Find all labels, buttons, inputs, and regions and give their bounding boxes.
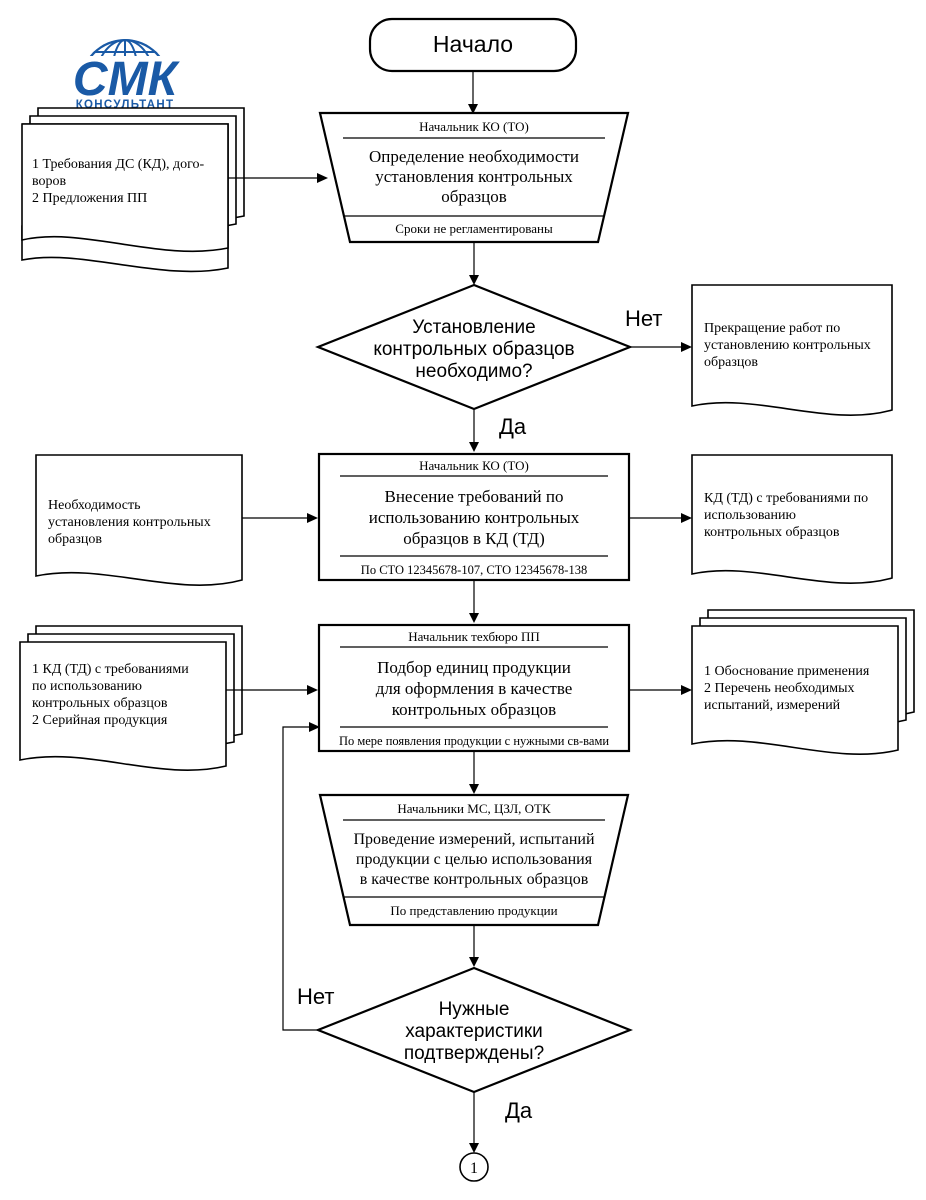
input-doc-2-line-2: установления контрольных bbox=[48, 515, 211, 530]
step-4-footer: По представлению продукции bbox=[390, 903, 557, 918]
step-3-output-line-3: испытаний, измерений bbox=[704, 698, 841, 713]
step-2-line-3: образцов в КД (ТД) bbox=[403, 529, 544, 548]
decision-1-no-output-line-1: Прекращение работ по bbox=[704, 321, 840, 336]
step-1-role: Начальник КО (ТО) bbox=[419, 119, 529, 134]
decision-1-no-label: Нет bbox=[625, 306, 662, 331]
off-page-connector: 1 bbox=[459, 1152, 489, 1182]
smk-logo: СМК КОНСУЛЬТАНТ bbox=[56, 39, 194, 129]
decision-2-no-label: Нет bbox=[297, 984, 334, 1009]
input-doc-2-line-1: Необходимость bbox=[48, 498, 141, 513]
step-1-line-2: установления контрольных bbox=[375, 167, 573, 186]
decision-2-line-2: характеристики bbox=[405, 1021, 543, 1042]
decision-1-yes-label: Да bbox=[499, 414, 527, 439]
output-document-justification: 1 Обоснование применения 2 Перечень необ… bbox=[691, 609, 915, 755]
step-1-footer: Сроки не регламентированы bbox=[395, 221, 553, 236]
input-doc-3-line-2: по использованию bbox=[32, 679, 142, 694]
decision-1-need-samples: Установление контрольных образцов необхо… bbox=[315, 283, 633, 411]
step-3-select-units: Начальник техбюро ПП Подбор единиц проду… bbox=[317, 623, 631, 753]
output-document-kd-requirements: КД (ТД) с требованиями по использованию … bbox=[691, 454, 893, 584]
input-doc-1-line-3: 2 Предложения ПП bbox=[32, 191, 147, 206]
step-3-footer: По мере появления продукции с нужными св… bbox=[339, 734, 609, 748]
input-doc-3-line-4: 2 Серийная продукция bbox=[32, 713, 168, 728]
logo-subtext-backdrop bbox=[58, 97, 192, 110]
output-document-stop-work: Прекращение работ по установлению контро… bbox=[691, 284, 893, 416]
input-document-requirements: 1 Требования ДС (КД), дого- воров 2 Пред… bbox=[21, 107, 245, 273]
input-doc-1-line-2: воров bbox=[32, 174, 67, 189]
decision-1-line-2: контрольных образцов bbox=[373, 339, 574, 360]
decision-1-line-3: необходимо? bbox=[415, 361, 532, 382]
decision-2-yes-label: Да bbox=[505, 1098, 533, 1123]
input-document-kd-and-products: 1 КД (ТД) с требованиями по использовани… bbox=[19, 625, 243, 771]
decision-1-no-output-line-3: образцов bbox=[704, 355, 758, 370]
step-3-output-line-1: 1 Обоснование применения bbox=[704, 664, 870, 679]
step-3-role: Начальник техбюро ПП bbox=[408, 629, 540, 644]
step-2-role: Начальник КО (ТО) bbox=[419, 458, 529, 473]
step-2-output-line-1: КД (ТД) с требованиями по bbox=[704, 491, 868, 506]
step-3-output-line-2: 2 Перечень необходимых bbox=[704, 681, 855, 696]
step-2-add-requirements: Начальник КО (ТО) Внесение требований по… bbox=[317, 452, 631, 582]
step-1-line-3: образцов bbox=[441, 187, 507, 206]
step-4-line-2: продукции с целью использования bbox=[356, 851, 593, 868]
start-terminator: Начало bbox=[368, 17, 578, 73]
step-4-measurements: Начальники МС, ЦЗЛ, ОТК Проведение измер… bbox=[318, 793, 630, 927]
step-3-line-1: Подбор единиц продукции bbox=[377, 658, 571, 677]
input-doc-3-line-1: 1 КД (ТД) с требованиями bbox=[32, 662, 189, 677]
step-2-line-1: Внесение требований по bbox=[384, 487, 563, 506]
decision-2-line-3: подтверждены? bbox=[404, 1043, 544, 1064]
decision-2-line-1: Нужные bbox=[439, 999, 510, 1020]
step-4-line-1: Проведение измерений, испытаний bbox=[354, 831, 595, 848]
step-4-role: Начальники МС, ЦЗЛ, ОТК bbox=[397, 801, 551, 816]
input-doc-1-line-1: 1 Требования ДС (КД), дого- bbox=[32, 157, 205, 172]
step-2-footer: По СТО 12345678-107, СТО 12345678-138 bbox=[361, 563, 587, 577]
input-doc-2-line-3: образцов bbox=[48, 532, 102, 547]
step-1-determine-need: Начальник КО (ТО) Определение необходимо… bbox=[318, 111, 630, 244]
step-4-line-3: в качестве контрольных образцов bbox=[360, 871, 589, 888]
logo-text-backdrop bbox=[56, 56, 194, 98]
start-label: Начало bbox=[433, 31, 513, 57]
decision-1-no-output-line-2: установлению контрольных bbox=[704, 338, 871, 353]
step-1-line-1: Определение необходимости bbox=[369, 147, 579, 166]
step-3-line-3: контрольных образцов bbox=[392, 700, 556, 719]
step-2-output-line-3: контрольных образцов bbox=[704, 525, 840, 540]
step-3-line-2: для оформления в качестве bbox=[376, 679, 573, 698]
step-2-line-2: использованию контрольных bbox=[369, 508, 580, 527]
input-doc-3-line-3: контрольных образцов bbox=[32, 696, 168, 711]
connector-label: 1 bbox=[470, 1160, 478, 1177]
input-document-necessity: Необходимость установления контрольных о… bbox=[35, 454, 243, 586]
decision-2-confirmed: Нужные характеристики подтверждены? bbox=[315, 966, 633, 1094]
step-2-output-line-2: использованию bbox=[704, 508, 796, 523]
decision-1-line-1: Установление bbox=[412, 317, 535, 338]
